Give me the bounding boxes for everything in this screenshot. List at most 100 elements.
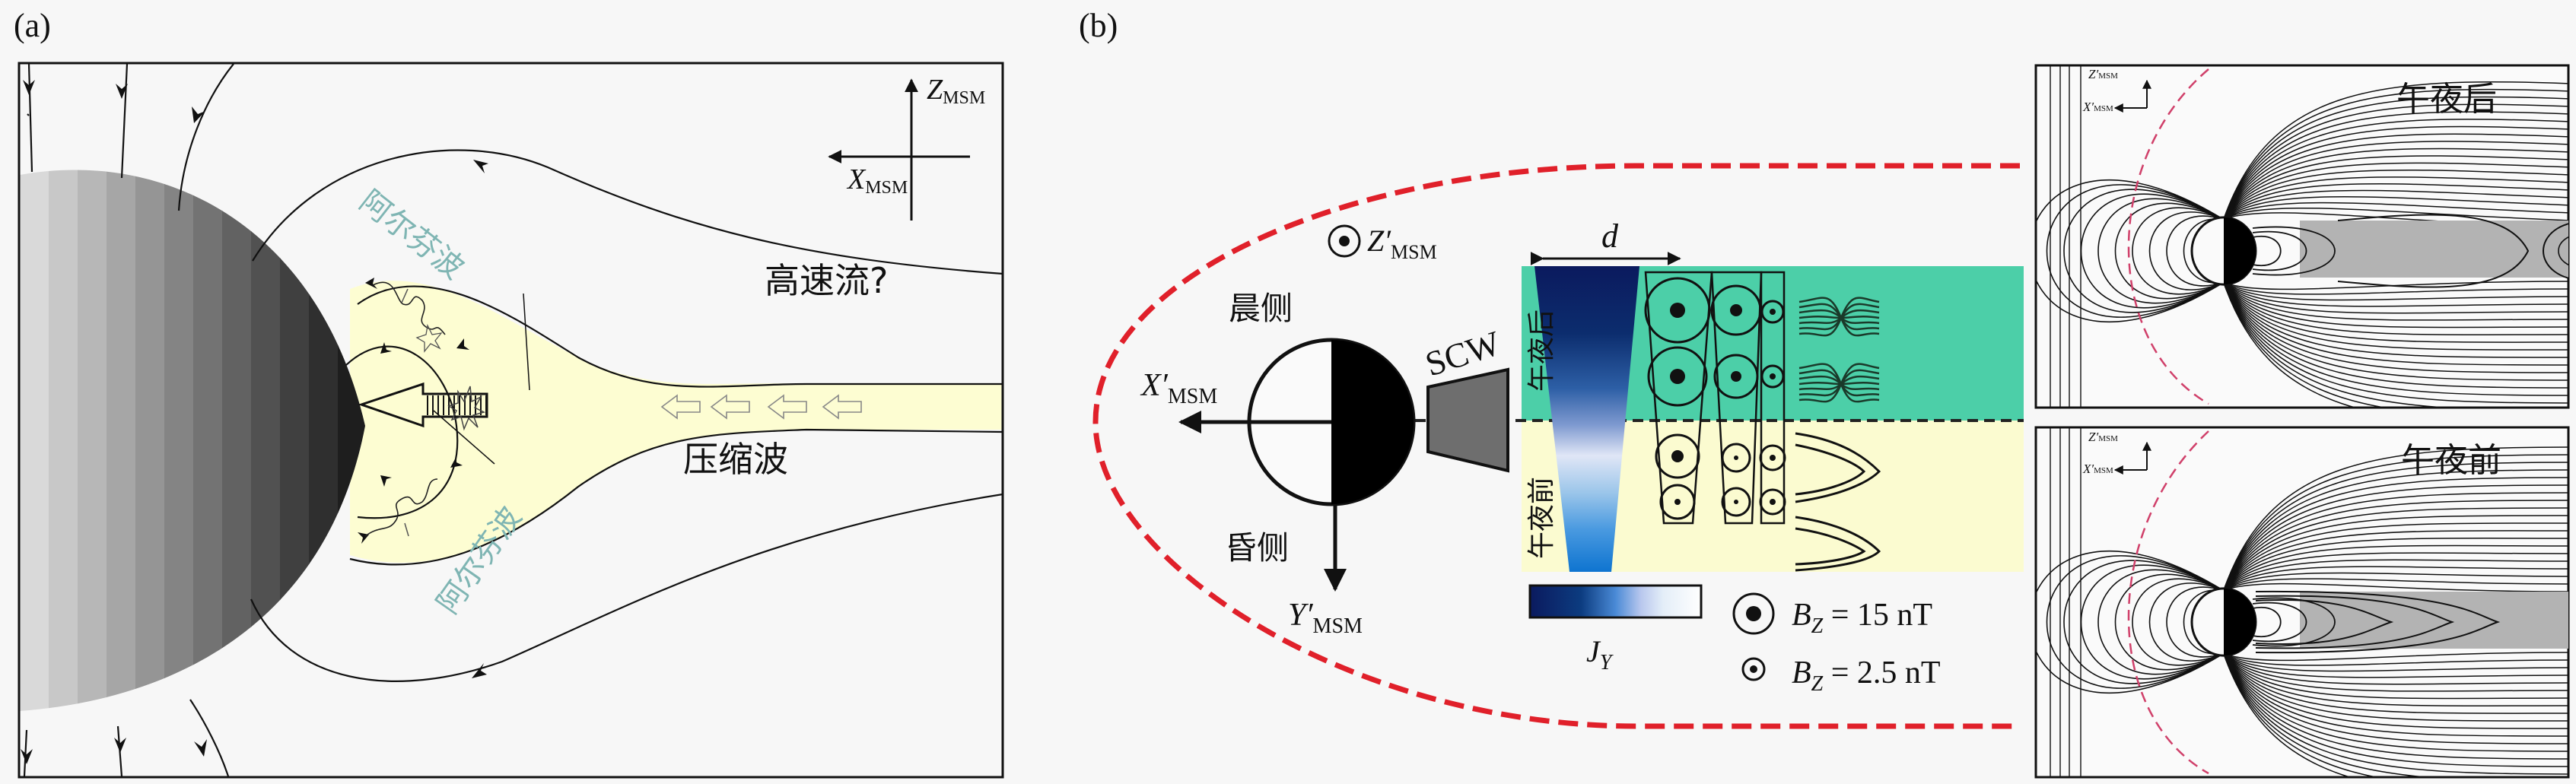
- svg-text:JY: JY: [1586, 634, 1614, 674]
- tail-field-line: [2223, 183, 2568, 220]
- plasmoid-inner: [2558, 236, 2568, 266]
- dayside-field-line: [2097, 569, 2225, 675]
- flux-rope: [1760, 300, 1785, 324]
- tail-field-line: [2223, 96, 2568, 220]
- tail-field-line: [2223, 282, 2568, 351]
- magnetopause-small: [2127, 68, 2209, 405]
- tail-field-line: [2223, 282, 2568, 396]
- flux-rope: [1647, 346, 1708, 407]
- tail-field-line: [2223, 207, 2568, 221]
- flux-rope-core: [1770, 309, 1776, 315]
- dayside-field-line: [2114, 202, 2225, 300]
- tail-field-line: [2223, 469, 2568, 591]
- x-msm-label: X: [846, 163, 867, 195]
- planet-stripe: [78, 170, 107, 712]
- tail-field-line: [2223, 582, 2568, 592]
- tail-field-line: [2223, 653, 2433, 777]
- dayside-field-line: [2132, 578, 2225, 666]
- flux-rope-columns: [1644, 271, 1786, 525]
- tail-field-line: [2223, 653, 2568, 737]
- dayside-field-line: [2046, 184, 2225, 318]
- flux-rope: [1710, 284, 1762, 336]
- y-prime-label: Y′: [1288, 598, 1313, 633]
- dipolarized-field-sketch: [1795, 432, 1881, 572]
- tail-field-line: [2223, 133, 2568, 220]
- tail-field-line: [2223, 282, 2387, 408]
- flux-rope: [1655, 433, 1700, 479]
- tail-field-line: [2223, 282, 2568, 373]
- tail-field-line: [2223, 103, 2568, 220]
- tail-field-line: [2223, 282, 2568, 314]
- dayside-field-line: [2097, 198, 2225, 304]
- plasma-sheet-shade: [2300, 592, 2568, 649]
- planet-stripe: [49, 170, 78, 712]
- flow-arrows: [660, 394, 862, 420]
- dayside-field-line: [2132, 207, 2225, 295]
- tail-field-line: [2223, 282, 2358, 408]
- flux-rope-core: [1734, 500, 1738, 504]
- legend-bz-weak: BZ = 2.5 nT: [1741, 655, 1941, 696]
- flux-rope: [1760, 364, 1785, 389]
- plasma-sheet-region: [350, 281, 1003, 563]
- flux-rope-core: [1770, 373, 1776, 379]
- svg-text:Z′MSM: Z′MSM: [1367, 224, 1437, 263]
- plasmoid-loop: [2337, 214, 2530, 288]
- dayside-field-line: [2036, 551, 2225, 694]
- z-msm-label: Z: [927, 74, 943, 106]
- planet-stripe: [280, 170, 310, 712]
- tail-field-line: [2223, 652, 2568, 662]
- flux-rope-core: [1671, 450, 1684, 462]
- compression-wave-label: 压缩波: [683, 439, 788, 480]
- dayside-field-line: [2166, 586, 2225, 658]
- tail-field-line: [2223, 196, 2568, 220]
- alfven-wave-top: [372, 281, 446, 335]
- tail-field-line: [2223, 492, 2568, 591]
- field-arrows: [21, 80, 488, 764]
- tail-field-line: [2223, 578, 2568, 591]
- inner-loop: [2252, 230, 2307, 271]
- tail-field-line: [2223, 530, 2568, 591]
- plasma-sheet-shade: [2300, 221, 2568, 278]
- tail-field-line: [2223, 559, 2568, 591]
- tail-field-line: [2223, 653, 2379, 777]
- z-prime-label: Z′: [1367, 224, 1391, 258]
- tail-field-line: [2223, 544, 2568, 591]
- tail-field-line: [2223, 477, 2568, 591]
- coordinate-axes: [828, 78, 970, 221]
- dayside-field-line: [2183, 589, 2225, 655]
- flux-rope-core: [1770, 455, 1776, 461]
- tail-field-line: [2223, 282, 2568, 404]
- jy-colorbar: [1528, 584, 1703, 619]
- flux-rope-core: [1770, 499, 1776, 505]
- flow-arrow: [822, 394, 862, 420]
- planet-mercury-b: [1247, 338, 1416, 506]
- tail-field-line: [2223, 189, 2568, 220]
- flux-rope-core: [1730, 304, 1742, 316]
- flux-rope: [1721, 487, 1751, 517]
- tail-field-line: [2223, 119, 2568, 220]
- tail-field-line: [2223, 282, 2568, 329]
- planet-stripe: [164, 170, 194, 712]
- magnetopause-small: [2127, 430, 2209, 775]
- panel-b: (b) d 午夜后 午夜前 JY: [1079, 7, 2570, 779]
- stretched-loop: [2255, 599, 2394, 645]
- tail-field-line: [2223, 282, 2568, 389]
- magnetopause-boundary: [1092, 163, 2020, 729]
- svg-text:BZ = 2.5 nT: BZ = 2.5 nT: [1792, 655, 1941, 696]
- x-line-field: [1798, 315, 1880, 337]
- dayside-field-line: [2036, 179, 2225, 322]
- dayside-field-line: [2046, 555, 2225, 689]
- dusk-side-label: 昏侧: [1225, 529, 1289, 567]
- inner-loop: [2252, 601, 2307, 643]
- panel-a: (a): [14, 7, 1004, 779]
- tail-field-line: [2223, 653, 2568, 700]
- compression-pointer: [433, 410, 495, 465]
- x-line-field: [1798, 381, 1880, 403]
- flux-rope: [1713, 354, 1759, 399]
- svg-text:ZMSM: ZMSM: [927, 74, 985, 108]
- flow-arrow: [660, 394, 701, 420]
- subpanel-post-midnight-title: 午夜后: [2396, 80, 2497, 119]
- tail-field-line: [2223, 500, 2568, 591]
- tail-field-line: [2223, 484, 2568, 591]
